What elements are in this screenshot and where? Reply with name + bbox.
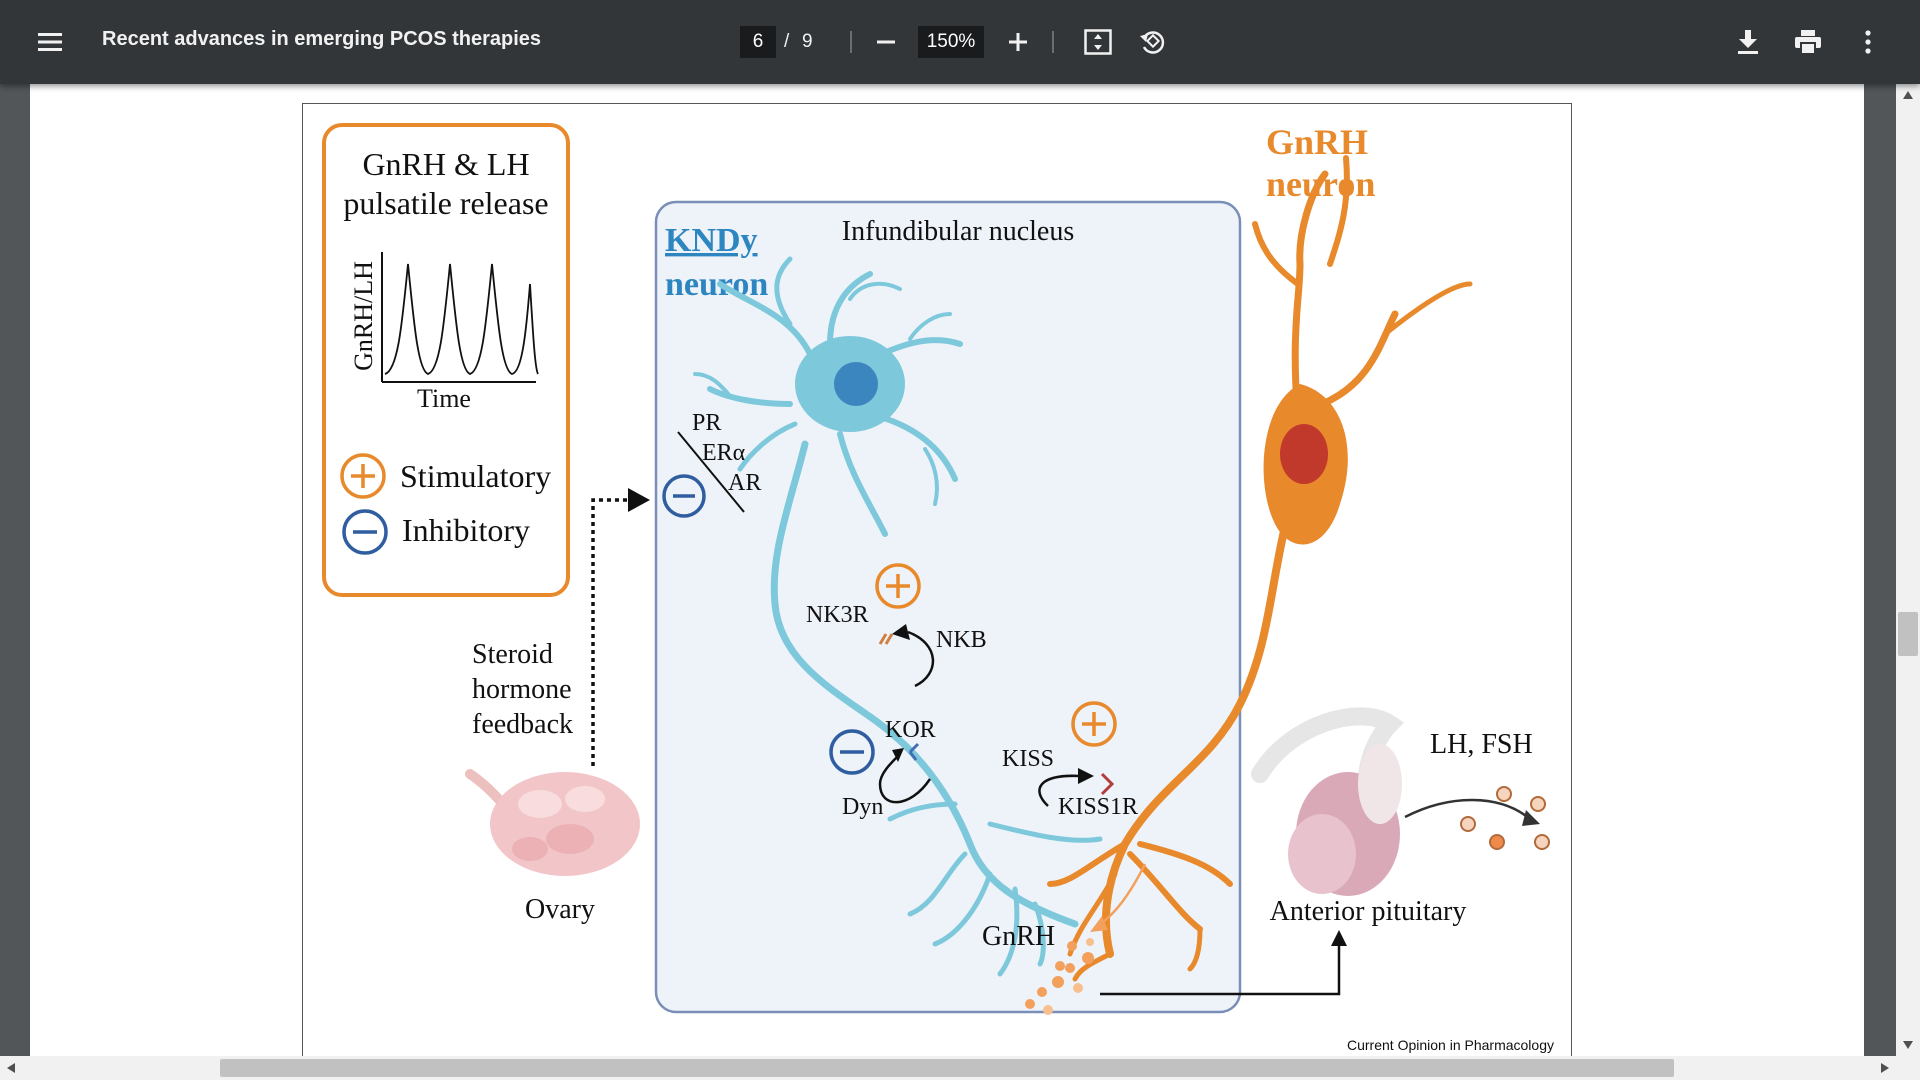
figure-credit: Current Opinion in Pharmacology [1347,1037,1554,1053]
kndy-nucleus [834,362,878,406]
hamburger-menu-icon[interactable] [30,22,70,62]
scroll-right-arrow-icon[interactable] [1880,1062,1890,1074]
kiss1r-receptor [1100,772,1115,796]
pulse-trace [384,263,539,375]
vertical-scrollbar[interactable] [1896,84,1920,1056]
ovary-label: Ovary [525,894,595,925]
steroid-label-1: Steroid [472,639,553,670]
legend-box [322,123,570,597]
nkb-label: NKB [936,627,987,653]
zoom-out-button[interactable] [866,22,906,62]
more-options-button[interactable] [1848,22,1888,62]
legend-inhibitory: Inhibitory [402,512,530,548]
download-icon [1738,30,1758,54]
steroid-feedback-arrow [591,498,630,766]
portal-arrow [1100,944,1341,996]
pdf-page: GnRH & LH pulsatile release GnRH/LH Time… [30,84,1864,1056]
plus-icon [1009,33,1027,51]
fit-page-icon [1084,29,1112,55]
gnrh-neuron [1047,155,1473,982]
scroll-up-arrow-icon[interactable] [1902,90,1914,100]
figure-frame [302,103,1572,1056]
steroid-label-2: hormone [472,674,572,705]
gnrh-particles [1025,938,1094,1015]
era-label: ERα [702,440,746,466]
kor-receptor [908,742,920,761]
legend-title-line2: pulsatile release [343,185,548,221]
legend-title-line1: GnRH & LH [362,146,529,182]
gnrh-neuron-label-1: GnRH [1266,122,1368,162]
kndy-neuron-label: neuron [665,266,768,303]
horizontal-scroll-thumb[interactable] [220,1059,1674,1077]
gnrh-release-label: GnRH [982,921,1055,952]
lh-fsh-label: LH, FSH [1430,729,1533,760]
infundibular-nucleus-box [654,200,1242,1014]
gnrh-release-arrow [1099,863,1147,926]
zoom-level-input[interactable]: 150% [918,26,984,58]
pulse-xlabel: Time [417,384,471,413]
kiss-arrow [1038,774,1081,807]
fit-page-button[interactable] [1078,22,1118,62]
pulse-ylabel: GnRH/LH [349,261,378,371]
kiss-label: KISS [1002,746,1054,772]
print-icon [1795,30,1821,54]
print-button[interactable] [1788,22,1828,62]
kiss1r-label: KISS1R [1058,794,1138,820]
gnrh-nucleus [1280,424,1328,484]
minus-icon [877,40,895,44]
toolbar-divider [850,31,852,53]
legend-stimulatory: Stimulatory [400,458,551,494]
scroll-down-arrow-icon[interactable] [1902,1040,1914,1050]
dyn-label: Dyn [842,794,883,820]
hormone-particles [1460,786,1550,850]
kndy-inhibition-icon [662,474,706,518]
receptor-bracket [677,431,745,513]
nk3r-receptor [878,633,894,645]
pdf-toolbar: Recent advances in emerging PCOS therapi… [0,0,1920,84]
plus-symbol-icon [340,453,386,499]
nk3r-label: NK3R [806,602,869,628]
total-pages: 9 [802,31,813,52]
rotate-button[interactable] [1132,22,1172,62]
pituitary-illustration [1251,707,1405,896]
kor-label: KOR [885,717,936,743]
page-number-input[interactable]: 6 [740,26,776,58]
toolbar-divider [1052,31,1054,53]
zoom-in-button[interactable] [998,22,1038,62]
rotate-icon [1140,31,1165,54]
nkb-arrow [907,630,935,688]
nkb-stimulation-icon [875,563,921,609]
dyn-inhibition-icon [829,729,875,775]
steroid-label-3: feedback [472,709,573,740]
gnrh-neuron-label-2: neuron [1266,164,1375,204]
kiss-stimulation-icon [1071,701,1117,747]
pcos-figure: GnRH & LH pulsatile release GnRH/LH Time… [322,122,1554,1053]
page-separator: / [784,31,790,52]
kndy-label: KNDy [665,222,758,259]
download-button[interactable] [1728,22,1768,62]
minus-symbol-icon [342,509,388,555]
anterior-pituitary-label: Anterior pituitary [1270,896,1467,927]
ar-label: AR [728,470,761,496]
ovary-illustration [465,769,640,876]
vertical-scroll-thumb[interactable] [1898,612,1918,656]
lh-fsh-arrow [1404,798,1531,820]
infundibular-label: Infundibular nucleus [842,216,1075,247]
scroll-left-arrow-icon[interactable] [6,1062,16,1074]
document-title: Recent advances in emerging PCOS therapi… [102,28,542,50]
pr-label: PR [692,410,721,436]
more-vertical-icon [1865,30,1871,54]
dyn-arrow [878,755,932,804]
